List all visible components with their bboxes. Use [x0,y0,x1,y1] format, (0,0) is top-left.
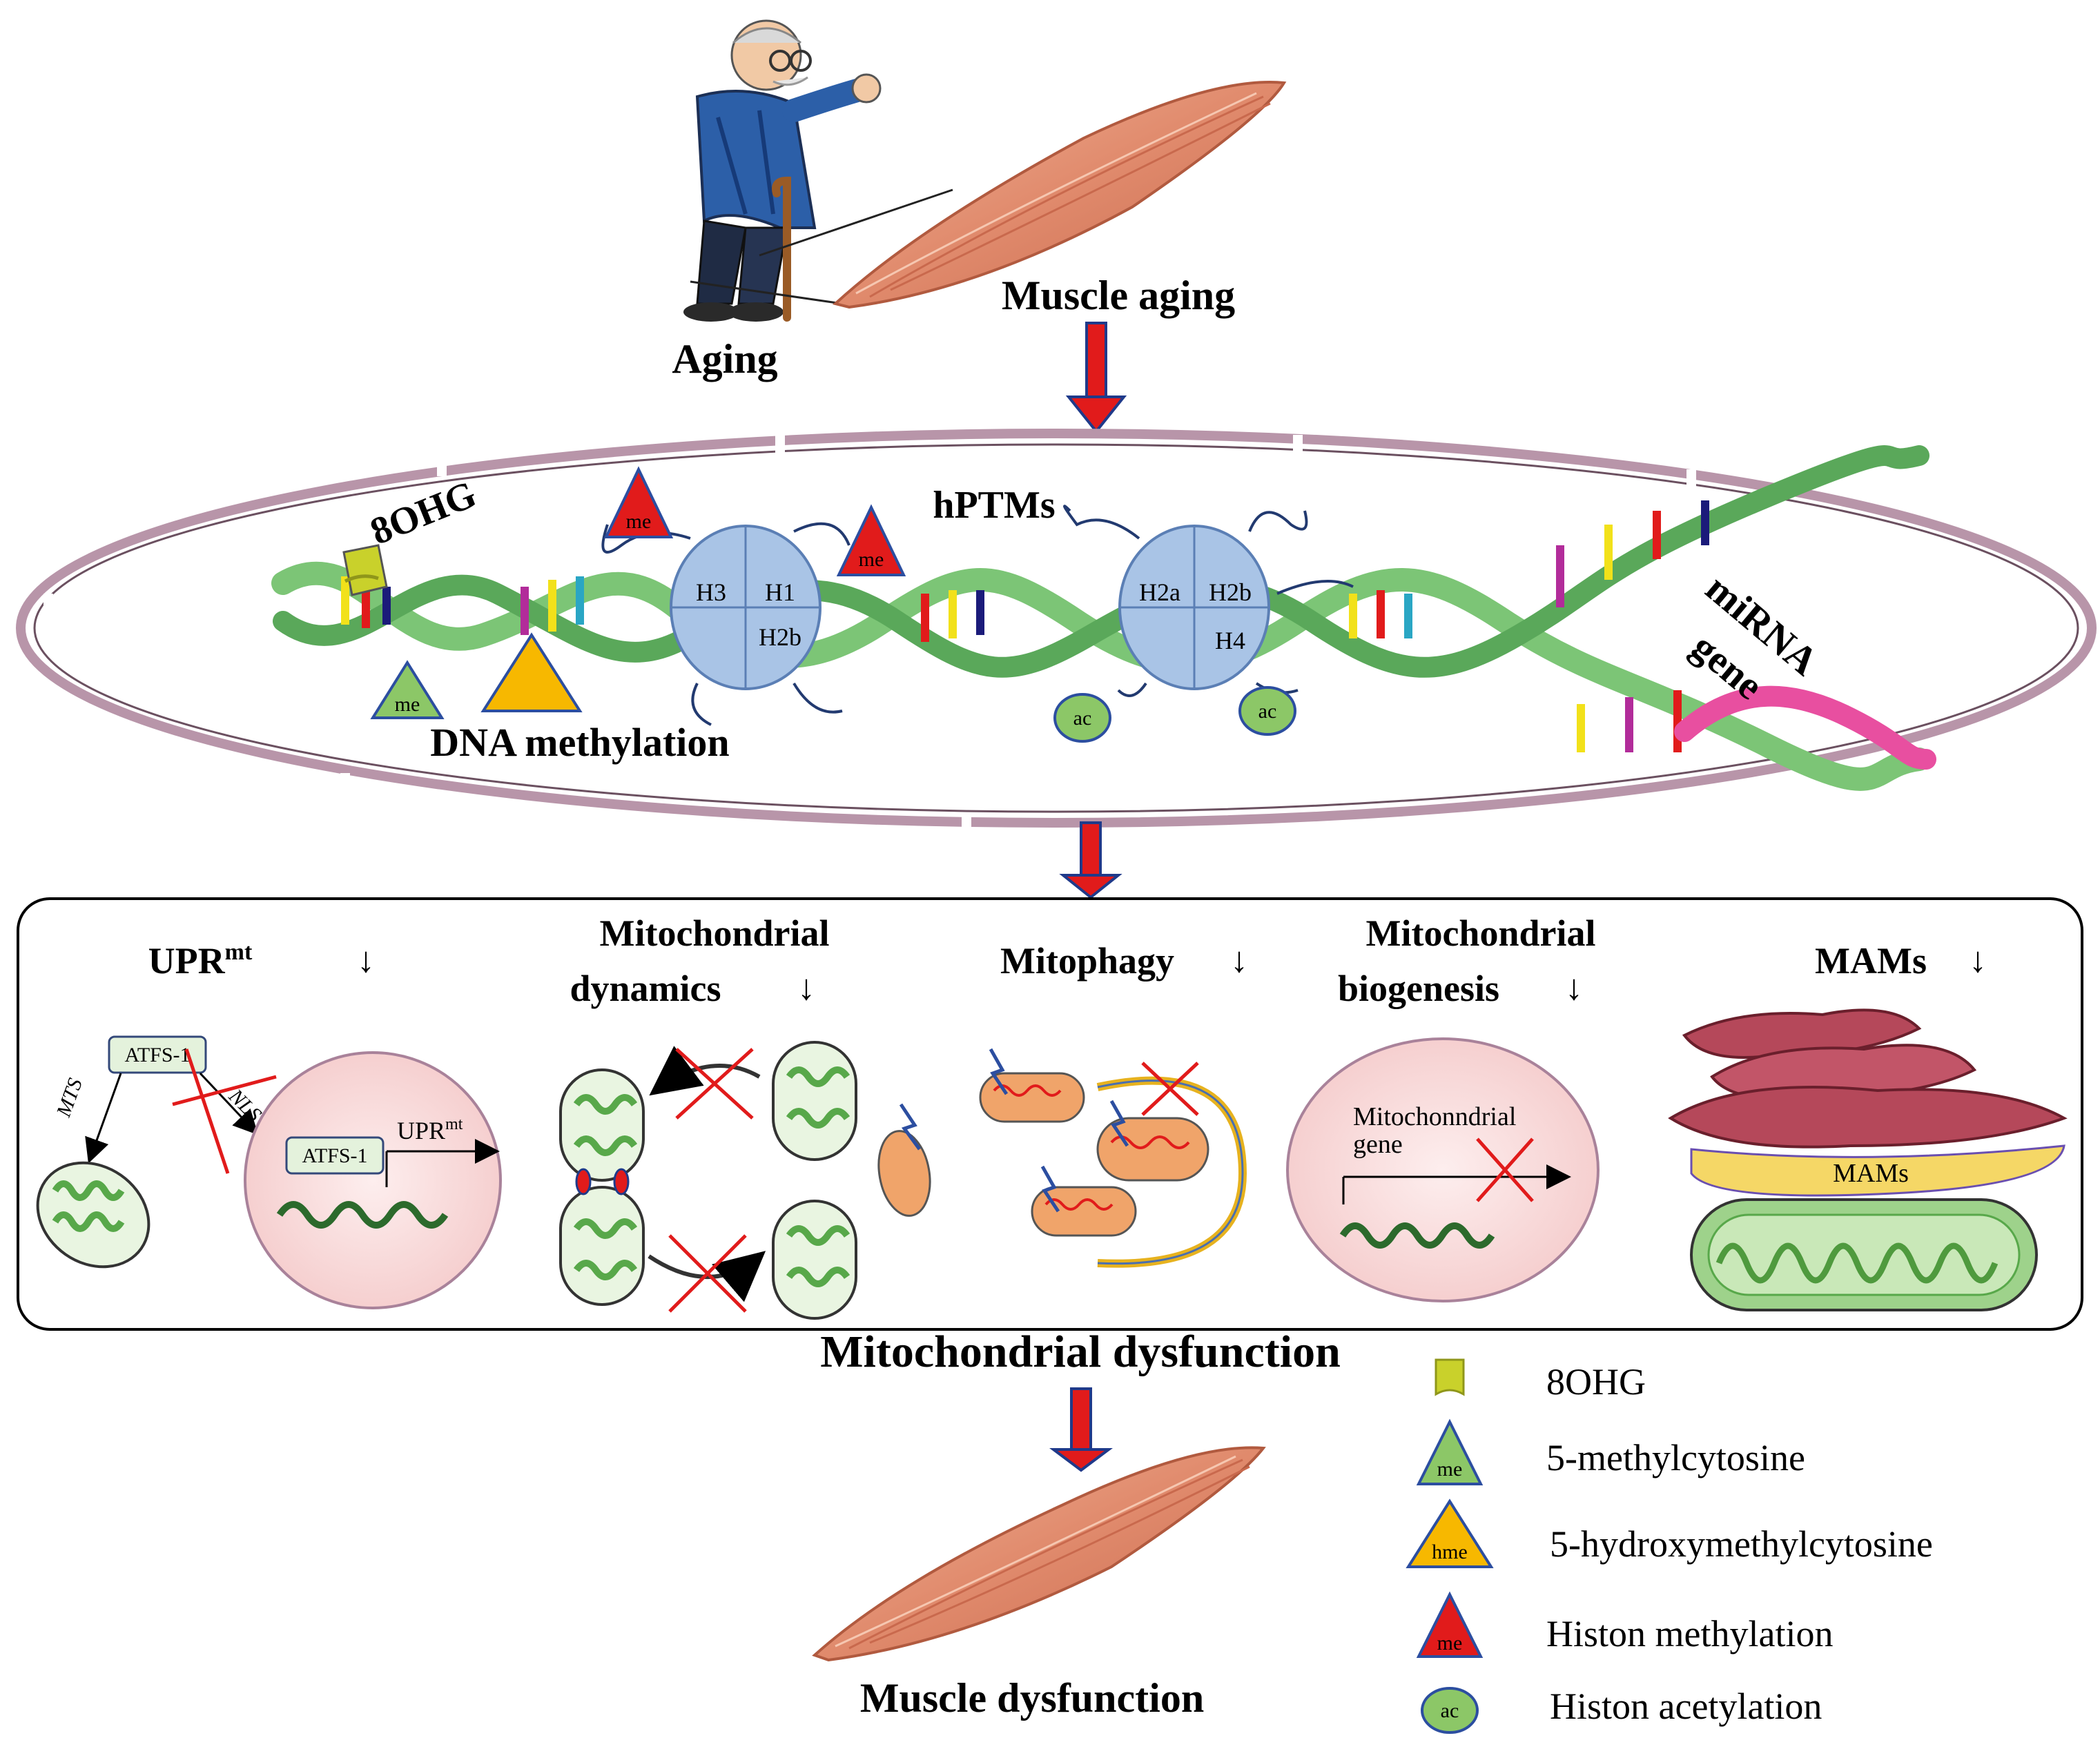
mark-text: ac [1073,707,1092,730]
mitochondrion-icon [36,1161,150,1269]
mams-band-label: MAMs [1833,1159,1909,1188]
decrease-arrow: ↓ [1565,968,1583,1008]
endoplasmic-reticulum-icon [1668,1008,2068,1149]
me-green-icon: me [370,660,445,719]
muscle-aging-label: Muscle aging [1002,273,1235,318]
mitochondrion-icon [772,1041,857,1161]
histone-label: H1 [765,578,795,606]
dynamics-title-line2: dynamics [570,968,721,1009]
blocked-x-icon [1476,1137,1534,1202]
mitochondrion-icon [559,1068,645,1306]
legend-item-methylcytosine: me 5-methylcytosine [1416,1418,1805,1485]
histone-octamer-right: H2a H2b H4 [1063,505,1354,697]
section-mams: MAMs ↓ MAMs [1668,940,2068,1311]
mark-text: ac [1258,700,1277,723]
decrease-arrow: ↓ [357,941,375,980]
legend-label: 8OHG [1546,1361,1646,1403]
legend-label: Histon acetylation [1550,1686,1822,1727]
dna-methylation-label: DNA methylation [430,720,729,765]
atfs-label: ATFS-1 [302,1144,367,1167]
biogenesis-title-line2: biogenesis [1338,968,1499,1009]
hptms-label: hPTMs [933,484,1055,527]
me-red-icon: me [603,466,674,538]
ac-green-icon: ac [1238,686,1296,736]
section-dynamics: Mitochondrial dynamics ↓ [559,912,931,1320]
muscle-illustration-top [832,81,1287,309]
flow-arrow-1 [1065,322,1127,434]
histone-label: H3 [696,578,726,606]
decrease-arrow: ↓ [1230,941,1248,980]
me-red-icon [1416,1591,1484,1658]
upr-title: UPRmt [148,939,253,982]
section-upr: UPRmt ↓ ATFS-1 MTS NLS ATFS-1 UPRmt [36,939,502,1309]
me-red-icon: me [836,504,906,576]
muscle-dysfunction-label: Muscle dysfunction [860,1675,1204,1721]
mitophagy-title: Mitophagy [1000,940,1174,982]
ohg-icon [342,544,388,596]
me-green-icon [1416,1418,1484,1485]
flow-arrow-3 [1049,1387,1113,1472]
section-mitophagy: Mitophagy ↓ [979,940,1248,1268]
connector-line [690,280,843,305]
histone-label: H2a [1139,578,1180,606]
hme-orange-icon [480,632,583,712]
decrease-arrow: ↓ [797,968,815,1008]
damaged-mitochondrion-icon [979,1048,1085,1123]
hme-orange-icon [1406,1498,1494,1568]
gene-label-line1: Mitochonndrial [1353,1102,1516,1131]
cell-nucleus-icon [1286,1037,1600,1302]
legend-mark: hme [1432,1541,1468,1563]
blocked-x-icon [668,1234,747,1313]
blocked-x-icon [1141,1062,1199,1116]
ac-green-icon [1421,1687,1479,1734]
gene-label-line2: gene [1353,1130,1403,1159]
elderly-man-illustration [683,19,882,322]
legend-item-ohg: 8OHG [1435,1358,1646,1403]
ohg-icon [1435,1358,1465,1396]
dynamics-title-line1: Mitochondrial [600,912,830,954]
section-biogenesis: Mitochondrial biogenesis ↓ Mitochonndria… [1286,912,1600,1302]
nucleus-envelope [16,429,2097,828]
connector-line [759,188,953,257]
mark-text: me [626,510,652,533]
legend-mark: me [1437,1458,1463,1481]
histone-label: H2b [759,623,801,651]
atfs-box [108,1035,207,1074]
mitochondrion-icon [1690,1198,2038,1311]
flow-arrow-2 [1059,821,1122,899]
mams-band [1690,1144,2065,1197]
damaged-mitochondrion-icon [1031,1165,1137,1237]
damaged-mitochondrion-icon [877,1103,931,1217]
legend-item-histon-acetylation: ac Histon acetylation [1421,1686,1822,1734]
legend-item-histon-methylation: me Histon methylation [1416,1591,1833,1658]
damaged-mitochondrion-icon [1096,1100,1209,1182]
upr-gene-label: UPRmt [397,1115,463,1144]
legend-label: 5-methylcytosine [1546,1437,1805,1478]
mirna-gene-segment [1674,685,1936,770]
cell-nucleus-icon [244,1051,502,1309]
mark-text: me [859,548,884,571]
histone-label: H4 [1215,627,1245,654]
muscle-illustration-bottom [812,1446,1266,1662]
legend-item-hydroxymethylcytosine: hme 5-hydroxymethylcytosine [1406,1498,1933,1568]
decrease-arrow: ↓ [1969,941,1987,980]
histone-label: H2b [1209,578,1252,606]
atfs-label: ATFS-1 [124,1044,190,1066]
aging-label: Aging [672,336,777,382]
legend-mark: ac [1441,1699,1459,1722]
mams-title: MAMs [1815,940,1927,982]
mitochondrion-icon [772,1200,857,1320]
mito-dysfunction-label: Mitochondrial dysfunction [820,1327,1341,1377]
legend-label: Histon methylation [1546,1613,1833,1654]
biogenesis-title-line1: Mitochondrial [1366,912,1596,954]
dna-double-helix [271,445,1936,791]
mark-text: me [395,693,420,716]
blocked-x-icon [675,1048,754,1120]
histone-octamer-left: H3 H1 H2b [601,522,850,726]
ac-green-icon: ac [1053,693,1111,743]
legend: 8OHG me 5-methylcytosine hme 5-hydroxyme… [1406,1358,1933,1734]
legend-mark: me [1437,1632,1463,1654]
legend-label: 5-hydroxymethylcytosine [1550,1523,1933,1565]
